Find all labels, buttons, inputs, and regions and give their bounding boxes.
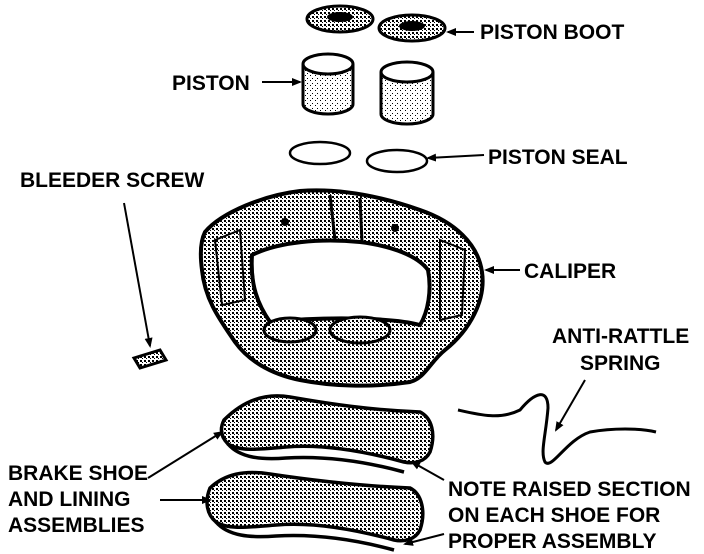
leader-lines	[147, 28, 586, 546]
piston-boot-left	[305, 4, 375, 34]
label-piston: PISTON	[172, 72, 250, 95]
piston-seal-left	[288, 140, 352, 166]
label-piston-seal: PISTON SEAL	[488, 146, 628, 169]
label-caliper: CALIPER	[524, 260, 616, 283]
label-note-line2: ON EACH SHOE FOR	[448, 504, 660, 527]
label-piston-boot: PISTON BOOT	[480, 21, 624, 44]
piston-left	[301, 52, 355, 116]
label-brake-shoe-line2: AND LINING	[8, 488, 131, 511]
anti-rattle-spring	[457, 393, 657, 465]
label-brake-shoe-line3: ASSEMBLIES	[8, 514, 145, 537]
label-brake-shoe-line1: BRAKE SHOE	[8, 462, 148, 485]
piston-boot-right	[377, 13, 447, 43]
caliper-body	[198, 188, 485, 388]
piston-right	[379, 60, 435, 126]
label-anti-rattle-line1: ANTI-RATTLE	[552, 325, 689, 348]
piston-seal-right	[365, 148, 429, 174]
label-bleeder-screw: BLEEDER SCREW	[20, 169, 205, 192]
label-note-line3: PROPER ASSEMBLY	[448, 530, 657, 553]
brake-shoe-lower	[205, 470, 425, 552]
label-note-line1: NOTE RAISED SECTION	[448, 478, 691, 501]
bleeder-screw	[123, 202, 169, 370]
label-anti-rattle-line2: SPRING	[580, 352, 661, 375]
brake-shoe-upper	[219, 394, 435, 474]
